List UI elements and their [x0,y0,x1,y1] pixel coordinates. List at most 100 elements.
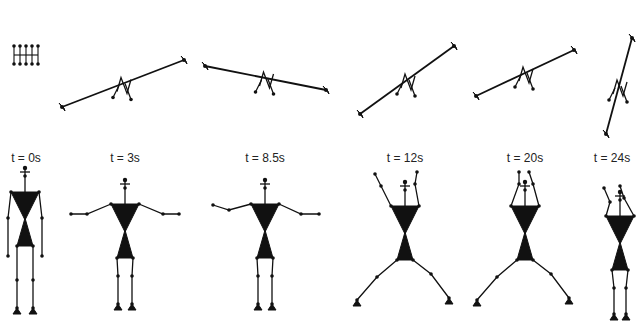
torso [114,304,122,310]
joint [69,212,73,216]
torso [111,204,139,232]
joint [24,62,28,66]
joint [389,204,393,208]
joint [608,200,612,204]
joint [182,58,186,62]
front-figure [353,170,453,306]
bone [71,204,111,214]
joint [317,212,321,216]
bone [360,46,454,114]
torso [353,300,361,306]
joint [9,190,13,194]
joint [379,184,383,188]
joint [622,196,626,200]
bone [24,185,25,192]
bone [609,88,615,100]
joint [15,244,19,248]
top-figure [357,42,457,118]
joint [6,216,10,220]
joint [23,174,27,178]
joint [604,132,608,136]
bone [117,258,118,304]
joint [515,258,519,262]
front-figure [473,170,573,306]
bone [511,172,519,206]
time-label: t = 0s [11,151,41,165]
joint [531,182,535,186]
joint [161,212,165,216]
joint [531,87,535,91]
bone [620,186,634,216]
joint [632,214,636,218]
torso [11,192,39,220]
bone [621,86,627,102]
joint [177,212,181,216]
bone [520,185,530,186]
joint [123,178,127,182]
joint [531,258,535,262]
bone [527,73,533,89]
joint [417,204,421,208]
bone [139,204,179,214]
torso [473,92,479,100]
bone [626,270,628,314]
time-label: t = 3s [110,151,140,165]
time-label: t = 8.5s [245,151,285,165]
joint [36,62,40,66]
joint [375,275,379,279]
joint [618,198,622,202]
joint [270,274,274,278]
front-figure [6,166,44,314]
bone [477,260,517,300]
bone [14,54,38,55]
joint [527,170,531,174]
torso [117,230,133,258]
bone [279,204,319,214]
joint [509,204,513,208]
torso [391,206,419,234]
joint [624,286,628,290]
joint [610,268,614,272]
joint [254,90,258,94]
torso [565,298,573,304]
bone [62,60,184,107]
bone [529,172,539,206]
bone [268,78,274,94]
bone [16,246,17,308]
joint [12,62,16,66]
bone [257,258,258,304]
bone [476,50,574,96]
joint [123,186,127,190]
top-figure [59,56,187,111]
joint [626,268,630,272]
joint [299,212,303,216]
joint [116,274,120,278]
front-figure [211,178,321,310]
joint [40,216,44,220]
torso [257,230,273,258]
torso [357,110,363,118]
torso [473,300,481,306]
joint [109,202,113,206]
bone [117,78,131,94]
joint [523,180,527,184]
joint [612,286,616,290]
bone [213,204,251,210]
joint [263,186,267,190]
top-figure [12,44,40,66]
joint [523,188,527,192]
joint [630,36,634,40]
bone [401,74,415,90]
joint [403,188,407,192]
torso [17,218,33,246]
torso [59,103,65,111]
joint [271,256,275,260]
top-figure [603,34,635,138]
joint [115,256,119,260]
bone [260,72,274,88]
joint [411,258,415,262]
bone [404,199,405,206]
joint [256,274,260,278]
top-figure [473,46,577,100]
joint [30,62,34,66]
